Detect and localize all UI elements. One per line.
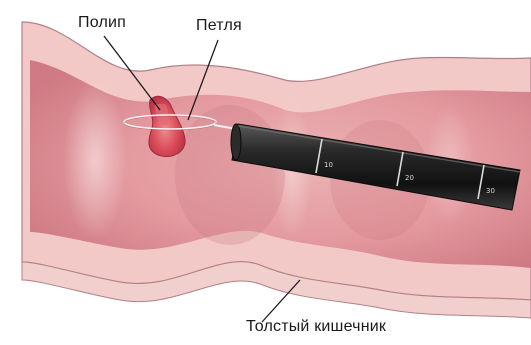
polyp-label: Полип	[78, 14, 126, 32]
colon-label: Толстый кишечник	[246, 318, 386, 336]
loop-label: Петля	[196, 17, 242, 35]
scope-mark-20: 20	[405, 174, 414, 182]
fold-shadow-1	[175, 105, 285, 245]
left-fold-highlight	[63, 80, 127, 240]
scope-mark-10: 10	[324, 161, 333, 169]
scope-mark-30: 30	[486, 187, 495, 195]
